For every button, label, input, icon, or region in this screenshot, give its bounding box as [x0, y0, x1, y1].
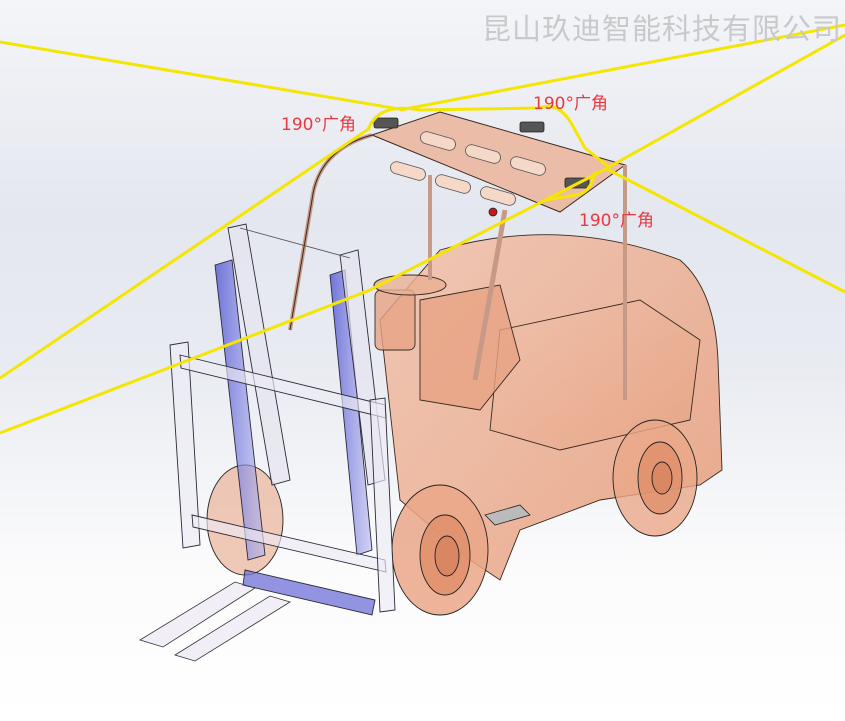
forks	[139, 581, 291, 662]
camera-label-front-left: 190°广角	[281, 115, 356, 135]
fov-line	[0, 170, 601, 435]
fork-carriage	[169, 341, 396, 616]
step	[484, 504, 531, 526]
fov-line	[399, 23, 845, 112]
rear-wheel	[612, 419, 698, 537]
mast	[214, 223, 386, 561]
guard-slots	[390, 131, 546, 206]
beacon-light-icon	[488, 207, 498, 217]
fov-line	[544, 171, 597, 202]
camera-rear-icon	[519, 121, 545, 133]
fov-line	[0, 40, 406, 112]
camera-label-rear: 190°广角	[533, 94, 608, 114]
camera-label-right: 190°广角	[579, 211, 654, 231]
fov-line	[599, 33, 845, 174]
fov-line	[604, 166, 845, 294]
fov-line	[366, 104, 611, 170]
fov-line	[0, 126, 371, 380]
company-watermark: 昆山玖迪智能科技有限公司	[482, 12, 843, 46]
camera-front-left-icon	[373, 117, 399, 129]
seat	[374, 284, 521, 411]
